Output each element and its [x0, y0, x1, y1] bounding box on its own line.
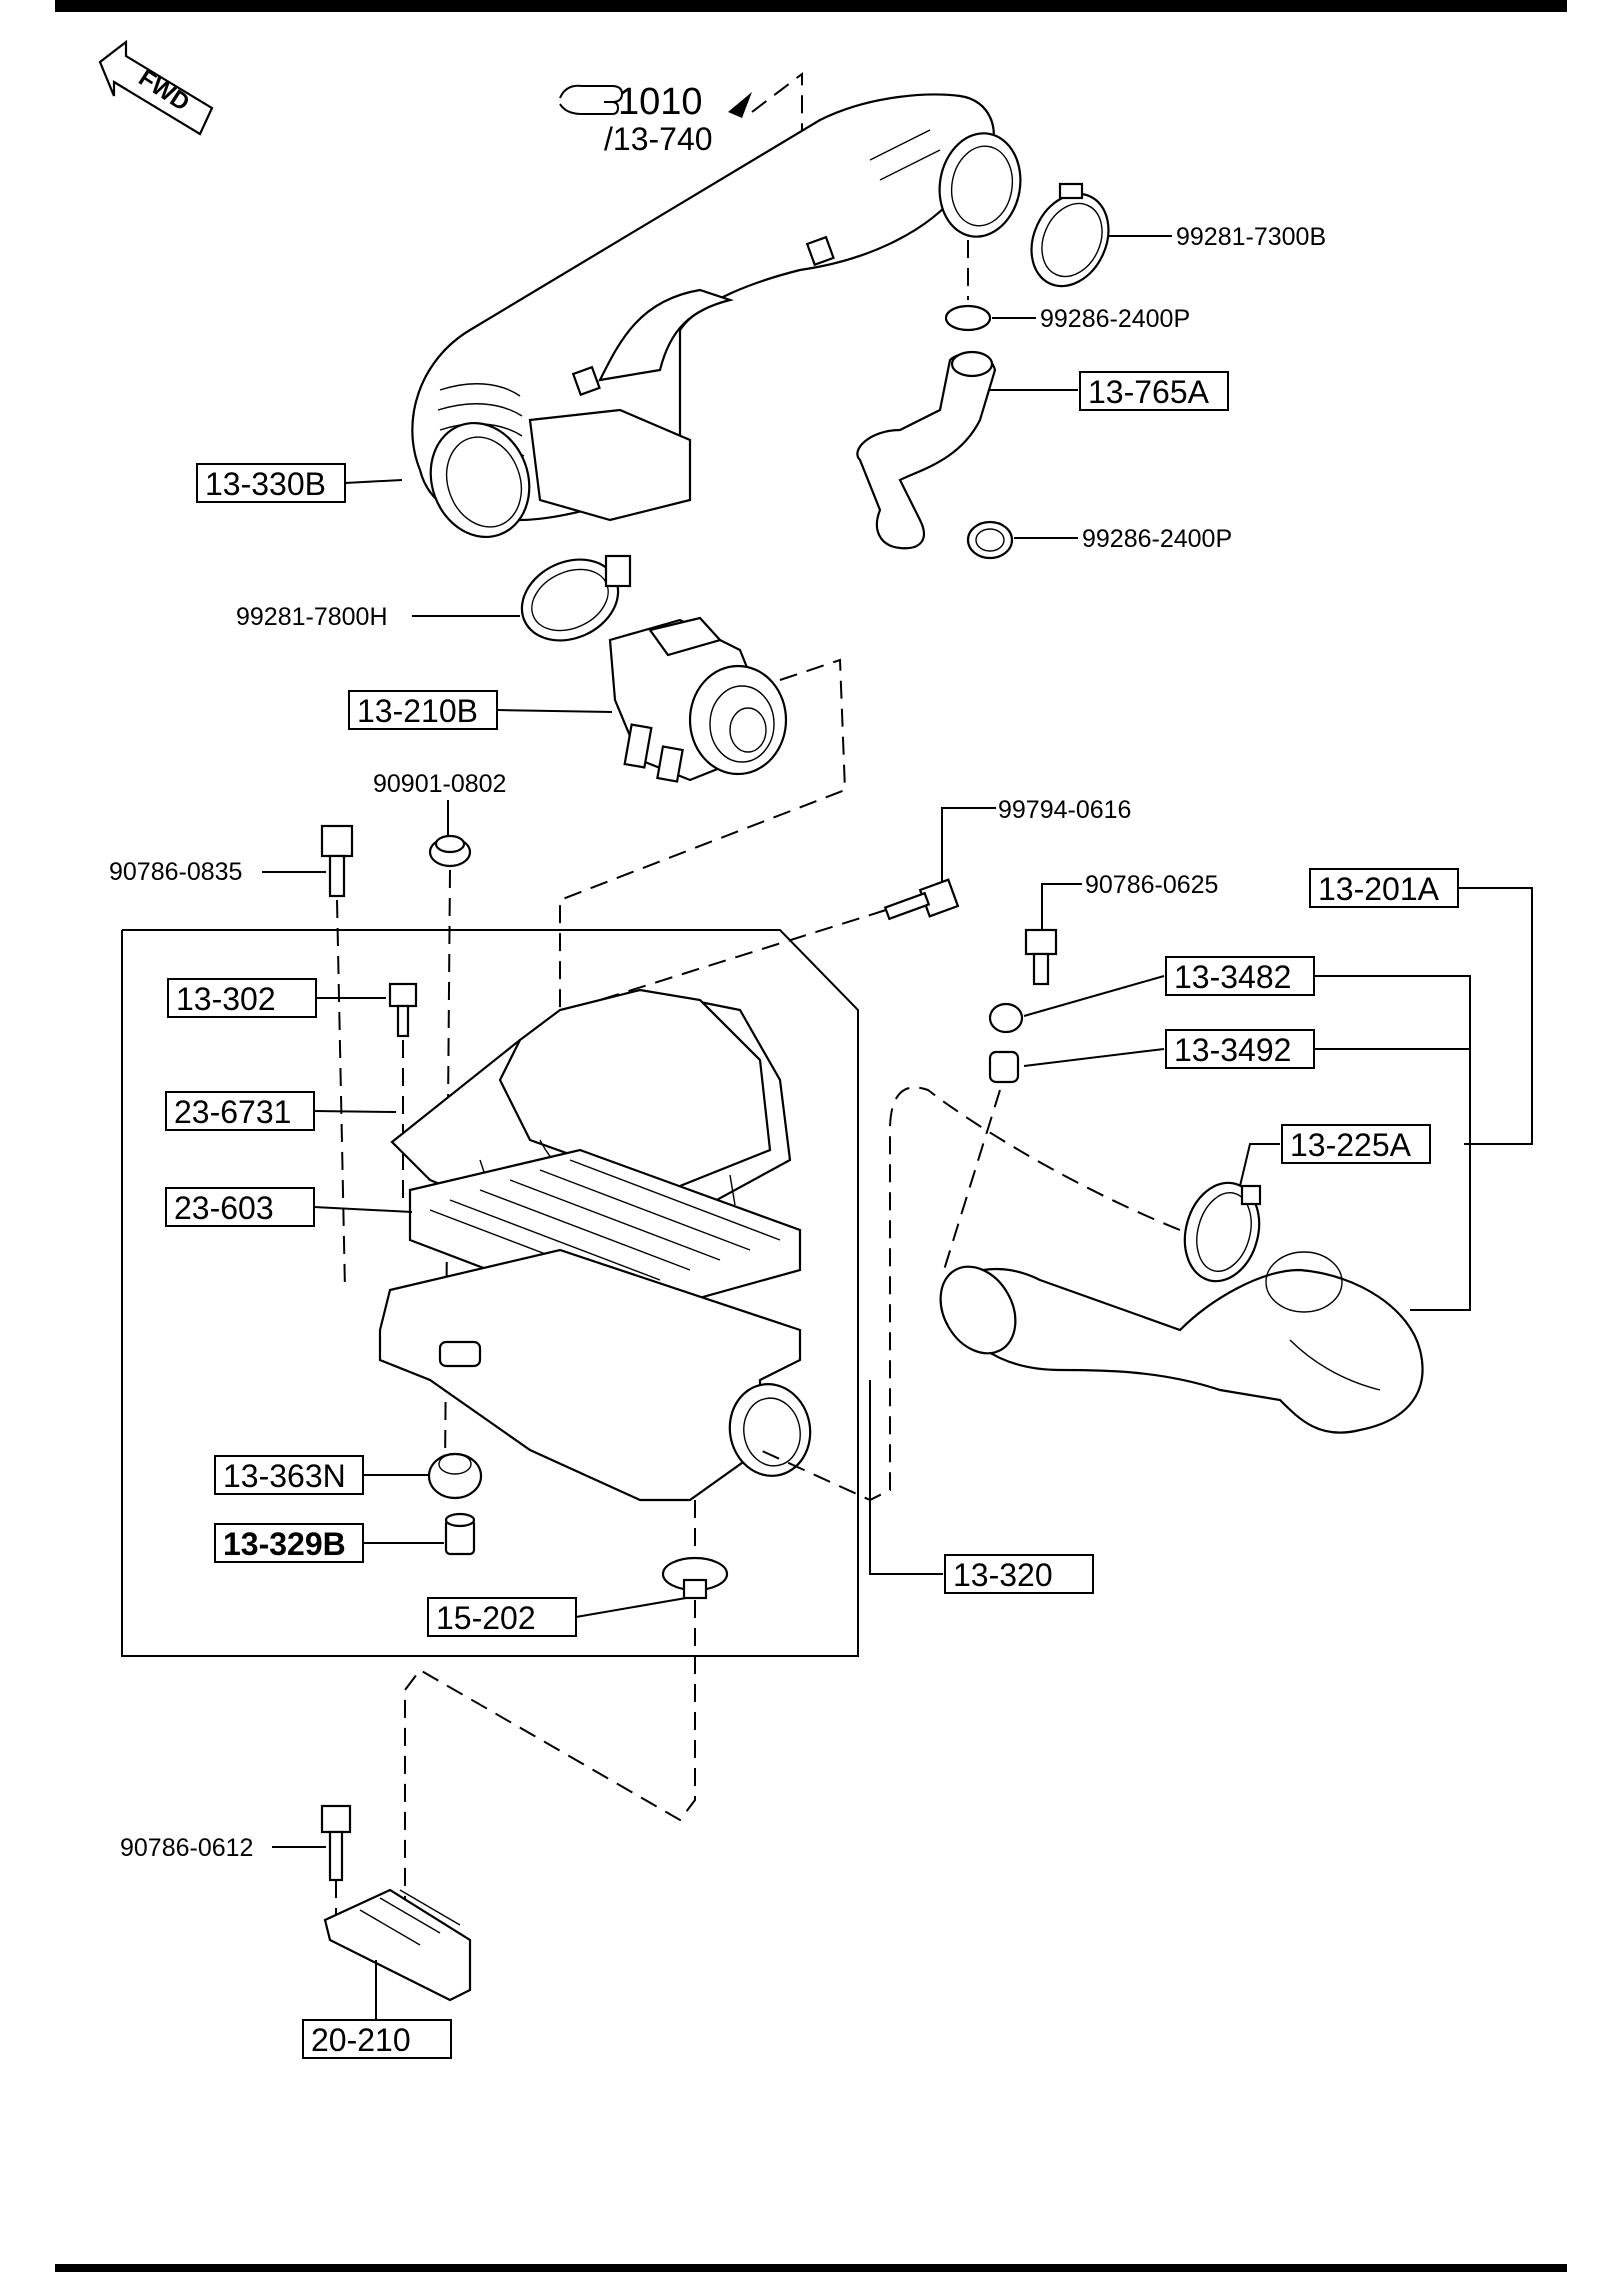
reference-arrowhead: [728, 92, 752, 118]
mount-15-202-part: [661, 1556, 729, 1600]
bolt-0835-part: [320, 824, 354, 898]
bottom-rule: [55, 2264, 1567, 2272]
airflow-meter-part: [608, 616, 788, 783]
bracket-20-210-part: [323, 1888, 472, 2002]
hose-clamp-upper-part: [1030, 182, 1110, 288]
bolt-0612-part: [320, 1804, 352, 1882]
fresh-air-duct-part: [939, 1251, 1424, 1434]
callout-90786-0835: 90786-0835: [109, 858, 242, 886]
pointing-hand-icon: [559, 84, 624, 115]
vent-hose-part: [856, 350, 997, 550]
hose-clip-upper-part: [944, 304, 992, 332]
hose-clip-lower-part: [966, 520, 1014, 560]
bushing-13-329B-part: [444, 1512, 476, 1556]
callout-99281-7300B: 99281-7300B: [1176, 223, 1326, 251]
callout-13-765A: 13-765A: [1088, 374, 1210, 410]
callout-99794-0616: 99794-0616: [998, 796, 1131, 824]
callout-13-302: 13-302: [176, 981, 276, 1017]
callout-90786-0625: 90786-0625: [1085, 871, 1218, 899]
callout-99286-2400P-a: 99286-2400P: [1040, 305, 1190, 333]
intake-duct-part: [411, 93, 1022, 539]
callout-23-603: 23-603: [174, 1190, 274, 1226]
nut-part: [428, 834, 472, 868]
duct-clamp-part: [1183, 1181, 1262, 1283]
callout-90786-0612: 90786-0612: [120, 1834, 253, 1862]
grommet-3492-part: [988, 1050, 1020, 1084]
reference-note: 1010 /13-740: [559, 71, 803, 200]
callout-13-201A: 13-201A: [1318, 871, 1440, 907]
air-cleaner-case-part: [378, 1248, 812, 1502]
air-cleaner-frame: [121, 929, 859, 1657]
callout-99286-2400P-b: 99286-2400P: [1082, 525, 1232, 553]
callout-13-329B: 13-329B: [223, 1526, 346, 1562]
screw-13-302-part: [388, 982, 418, 1038]
callout-13-320: 13-320: [953, 1557, 1053, 1593]
callout-13-765A-box: [1079, 371, 1229, 411]
fwd-arrow-icon: FWD: [98, 39, 214, 136]
callout-15-202: 15-202: [436, 1600, 536, 1636]
bolt-0616-part: [883, 878, 960, 921]
grommet-3482-part: [988, 1002, 1024, 1034]
callout-13-330B: 13-330B: [205, 466, 326, 502]
reference-sub: /13-740: [604, 121, 713, 157]
bolt-0625-part: [1024, 928, 1058, 986]
air-filter-element-part: [408, 1148, 802, 1322]
callout-13-363N: 13-363N: [223, 1458, 346, 1494]
grommet-13-363N-part: [427, 1452, 483, 1500]
hose-clamp-lower-part: [520, 554, 632, 642]
callout-13-225A-box: [1281, 1124, 1431, 1164]
callout-90901-0802: 90901-0802: [373, 770, 506, 798]
top-rule: [55, 0, 1567, 12]
callout-99281-7800H: 99281-7800H: [236, 603, 388, 631]
callout-13-3482: 13-3482: [1174, 959, 1291, 995]
callout-13-225A: 13-225A: [1290, 1127, 1412, 1163]
reference-main: 1010: [618, 81, 703, 123]
callout-13-210B: 13-210B: [357, 693, 478, 729]
callout-13-320-box: [944, 1554, 1094, 1594]
callout-20-210: 20-210: [311, 2022, 411, 2058]
callout-13-3492: 13-3492: [1174, 1032, 1291, 1068]
callout-23-6731: 23-6731: [174, 1094, 291, 1130]
